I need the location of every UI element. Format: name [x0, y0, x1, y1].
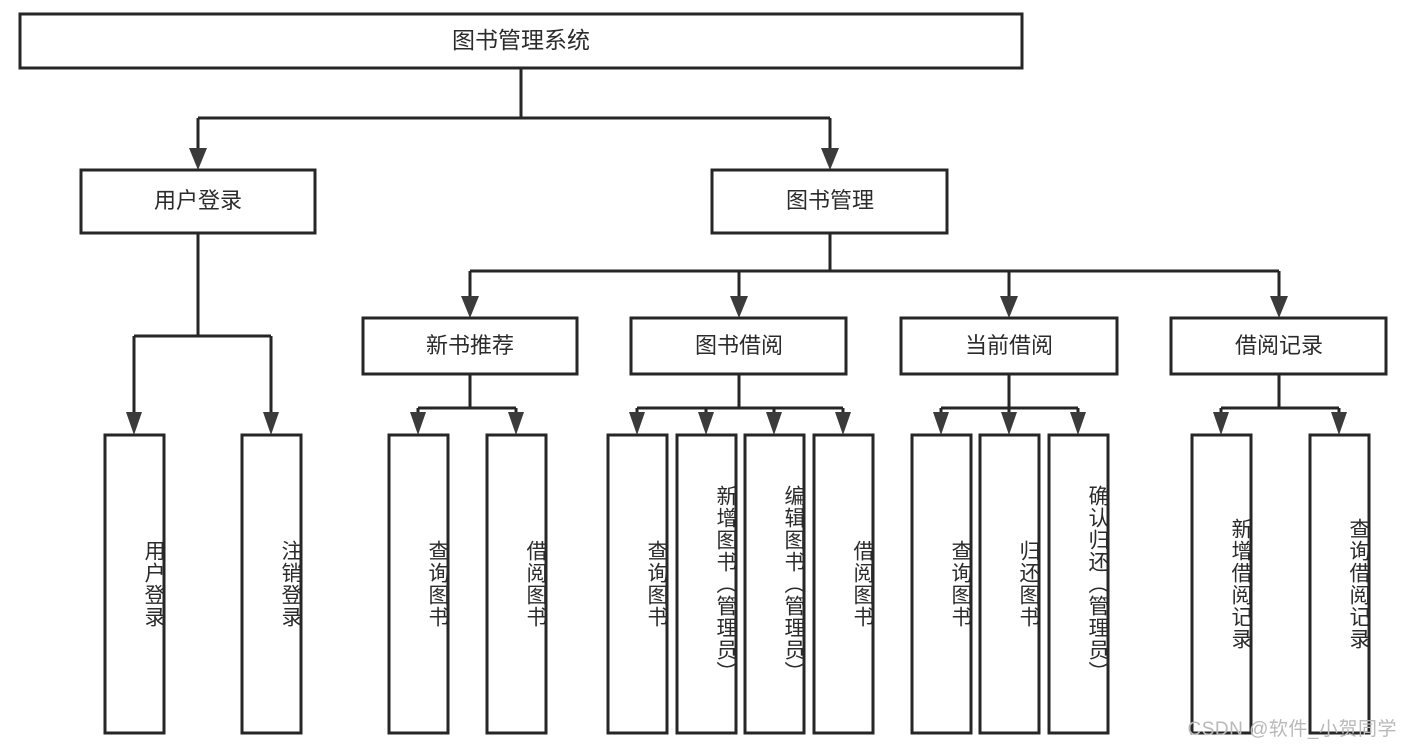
node-book-borrow-label: 图书借阅 — [695, 333, 783, 358]
arrow-head-new-book-rec — [461, 296, 479, 318]
node-user-login-box[interactable] — [79, 168, 317, 235]
leaf-rec-borrow-box[interactable] — [485, 433, 548, 735]
node-root-label: 图书管理系统 — [452, 27, 590, 53]
arrow-head-leaf-user-login — [126, 412, 142, 435]
leaf-borrow-add-box[interactable] — [675, 433, 738, 735]
node-borrow-record-label: 借阅记录 — [1235, 333, 1323, 358]
arrow-head-leaf-cur-confirm — [1070, 412, 1086, 435]
arrow-head-leaf-borrow-add — [698, 412, 714, 435]
leaf-borrow-query-box[interactable] — [606, 433, 669, 735]
leaf-user-login-box[interactable] — [103, 433, 166, 735]
arrow-head-user-login — [189, 148, 207, 170]
connector-group-new-book-rec — [410, 374, 524, 435]
node-borrow-record[interactable]: 借阅记录 — [1169, 316, 1388, 376]
node-new-book-rec-box[interactable] — [361, 316, 579, 376]
node-new-book-rec[interactable]: 新书推荐 — [361, 316, 579, 376]
connector-group-current-borrow — [933, 374, 1086, 435]
arrow-head-leaf-rec-add — [1213, 412, 1229, 435]
leaf-cur-return-box[interactable] — [978, 433, 1041, 735]
arrow-head-book-mgmt — [821, 148, 839, 170]
arrow-head-book-borrow — [730, 296, 748, 318]
arrow-head-borrow-record — [1270, 296, 1288, 318]
connector-group-user-login — [126, 233, 279, 435]
node-user-login-label: 用户登录 — [154, 188, 242, 213]
connector-group-book-mgmt — [461, 233, 1288, 318]
arrow-head-leaf-rec-query — [410, 412, 426, 435]
connector-group-root — [189, 68, 839, 170]
arrow-head-leaf-user-logout — [263, 412, 279, 435]
node-current-borrow[interactable]: 当前借阅 — [899, 316, 1119, 376]
leaf-rec-search-box[interactable] — [1308, 433, 1371, 735]
connector-group-borrow-record — [1213, 374, 1347, 435]
connector-group-book-borrow — [629, 374, 851, 435]
arrow-head-leaf-cur-query — [933, 412, 949, 435]
node-book-borrow[interactable]: 图书借阅 — [629, 316, 848, 376]
node-book-mgmt-label: 图书管理 — [786, 188, 874, 213]
node-book-mgmt[interactable]: 图书管理 — [710, 168, 949, 235]
node-book-mgmt-box[interactable] — [710, 168, 949, 235]
leaf-user-logout-box[interactable] — [240, 433, 303, 735]
arrow-head-leaf-borrow-lend — [835, 412, 851, 435]
node-user-login[interactable]: 用户登录 — [79, 168, 317, 235]
node-root[interactable]: 图书管理系统 — [18, 12, 1024, 70]
arrow-head-leaf-rec-search — [1331, 412, 1347, 435]
node-new-book-rec-label: 新书推荐 — [426, 333, 514, 358]
leaf-cur-query-box[interactable] — [910, 433, 973, 735]
node-current-borrow-label: 当前借阅 — [965, 333, 1053, 358]
leaf-rec-add-box[interactable] — [1190, 433, 1253, 735]
leaf-cur-confirm-box[interactable] — [1047, 433, 1110, 735]
arrow-head-current-borrow — [1000, 296, 1018, 318]
node-book-borrow-box[interactable] — [629, 316, 848, 376]
arrow-head-leaf-borrow-edit — [766, 412, 782, 435]
leaf-boxes — [103, 433, 1371, 735]
node-root-box[interactable] — [18, 12, 1024, 70]
node-current-borrow-box[interactable] — [899, 316, 1119, 376]
leaf-borrow-edit-box[interactable] — [743, 433, 806, 735]
arrow-head-leaf-cur-return — [1001, 412, 1017, 435]
watermark-text: CSDN @软件_小贺同学 — [1187, 719, 1397, 740]
node-borrow-record-box[interactable] — [1169, 316, 1388, 376]
leaf-rec-query-box[interactable] — [387, 433, 450, 735]
arrow-head-leaf-rec-borrow — [508, 412, 524, 435]
arrow-head-leaf-borrow-query — [629, 412, 645, 435]
leaf-borrow-lend-box[interactable] — [812, 433, 875, 735]
